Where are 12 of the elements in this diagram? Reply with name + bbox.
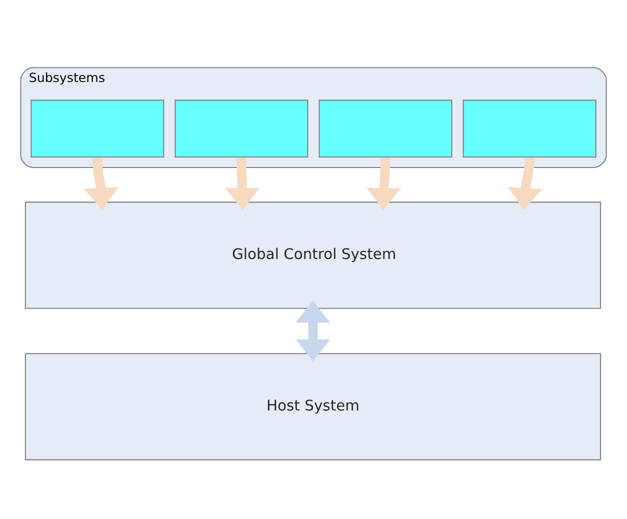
cluster: Subsystems bbox=[20, 67, 607, 168]
arrow bbox=[366, 158, 401, 210]
node-box bbox=[462, 100, 596, 158]
node-box bbox=[30, 100, 164, 158]
node-box bbox=[174, 100, 308, 158]
arrow bbox=[225, 158, 260, 210]
node-box bbox=[318, 100, 452, 158]
node-box: Host System bbox=[24, 353, 602, 460]
node-box: Global Control System bbox=[24, 202, 602, 309]
arrow bbox=[296, 300, 330, 362]
arrow bbox=[508, 158, 542, 210]
arrow bbox=[84, 158, 118, 210]
